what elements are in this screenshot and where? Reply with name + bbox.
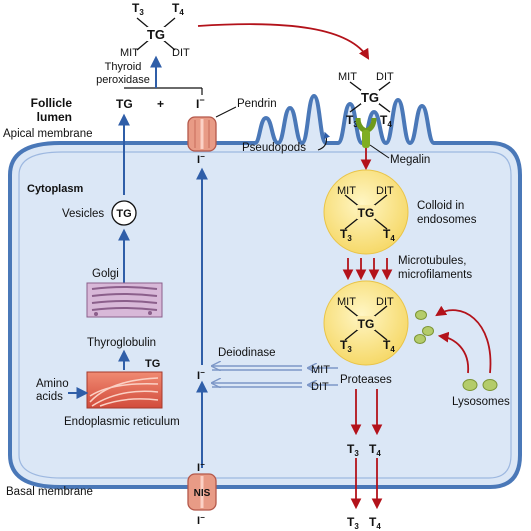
colloid-endosome-lower: TG MIT DIT T3 T4 bbox=[323, 280, 409, 366]
iodide-mid-label: I− bbox=[197, 368, 205, 382]
mit-colloid-label: MIT bbox=[338, 71, 357, 83]
megalin-label: Megalin bbox=[390, 154, 430, 166]
cell-membrane-inner-line bbox=[18, 151, 512, 479]
colloid-label-2: endosomes bbox=[417, 214, 477, 226]
iodide-lumen-label: I− bbox=[196, 95, 205, 111]
amino-acids-label-2: acids bbox=[36, 391, 63, 403]
pendrin-channel bbox=[187, 116, 217, 152]
deiodinase-label: Deiodinase bbox=[218, 347, 276, 359]
amino-acids-label-1: Amino bbox=[36, 378, 69, 390]
t3-cytoplasm-label: T3 bbox=[347, 442, 359, 458]
iodide-below-nis: I− bbox=[197, 513, 205, 527]
vesicle: TG bbox=[111, 200, 137, 226]
tg-lumen-label: TG bbox=[116, 97, 133, 111]
endosome2-t3: T3 bbox=[340, 338, 352, 354]
t4-cytoplasm-label: T4 bbox=[369, 442, 381, 458]
pseudopod-arrow bbox=[317, 131, 330, 151]
colloid-endosome-upper: TG MIT DIT T3 T4 bbox=[323, 169, 409, 255]
thyroglobulin-label: Thyroglobulin bbox=[87, 337, 156, 349]
pendrin-label: Pendrin bbox=[237, 98, 277, 110]
proteases-label: Proteases bbox=[340, 374, 392, 386]
dit-released-label: DIT bbox=[311, 381, 329, 393]
endosome2-dit: DIT bbox=[376, 296, 394, 308]
dit-label: DIT bbox=[172, 47, 190, 59]
mit-label: MIT bbox=[120, 47, 139, 59]
exocytosis-arrow bbox=[197, 23, 370, 60]
vesicle-tg-label: TG bbox=[116, 208, 131, 220]
tg-molecule-lumen: TG T3 T4 MIT DIT bbox=[120, 1, 190, 59]
mit-released-label: MIT bbox=[311, 364, 330, 376]
thyroid-peroxidase-label-2: peroxidase bbox=[96, 74, 150, 86]
lysosomes bbox=[462, 379, 498, 391]
endosome1-mit: MIT bbox=[337, 185, 356, 197]
t4-blood-label: T4 bbox=[369, 515, 381, 531]
cytoplasm-label: Cytoplasm bbox=[27, 183, 83, 195]
iodide-above-nis: I− bbox=[197, 460, 205, 474]
thyroid-peroxidase-label-1: Thyroid bbox=[105, 61, 142, 73]
golgi-apparatus bbox=[86, 282, 163, 318]
endosome1-dit: DIT bbox=[376, 185, 394, 197]
tg-label: TG bbox=[147, 27, 165, 42]
endosome2-t4: T4 bbox=[383, 338, 395, 354]
nis-channel bbox=[187, 473, 217, 511]
er-tg-label: TG bbox=[145, 358, 160, 370]
endosome1-tg: TG bbox=[358, 206, 375, 220]
nis-label: NIS bbox=[194, 488, 211, 499]
t4-label: T4 bbox=[172, 1, 184, 17]
lysosomes-label: Lysosomes bbox=[452, 396, 510, 408]
microtubules-label-2: microfilaments bbox=[398, 269, 472, 281]
t3-label: T3 bbox=[132, 1, 144, 17]
dit-colloid-label: DIT bbox=[376, 71, 394, 83]
follicle-label-2: lumen bbox=[37, 110, 72, 124]
colloid-label-1: Colloid in bbox=[417, 200, 464, 212]
microtubules-label-1: Microtubules, bbox=[398, 255, 466, 267]
pseudopods-label: Pseudopods bbox=[242, 142, 306, 154]
basal-membrane-label: Basal membrane bbox=[6, 486, 93, 498]
follicle-label-1: Follicle bbox=[31, 96, 73, 110]
endosome2-tg: TG bbox=[358, 317, 375, 331]
plus-sign: + bbox=[157, 97, 164, 111]
microtubule-arrows bbox=[342, 258, 393, 281]
lysosome-arrow-1 bbox=[435, 305, 492, 374]
apical-membrane-label: Apical membrane bbox=[3, 128, 92, 140]
vesicles-label: Vesicles bbox=[62, 208, 104, 220]
endoplasmic-reticulum bbox=[86, 371, 163, 409]
t4-colloid-label: T4 bbox=[380, 113, 392, 129]
t3-blood-label: T3 bbox=[347, 515, 359, 531]
endosome1-t4: T4 bbox=[383, 227, 395, 243]
tg-molecule-colloid: TG MIT DIT T3 T4 bbox=[338, 71, 394, 129]
iodide-below-pendrin: I− bbox=[197, 152, 205, 166]
golgi-label: Golgi bbox=[92, 268, 119, 280]
lysosome-arrow-2 bbox=[437, 331, 469, 374]
lysosomes-fusing bbox=[414, 310, 434, 344]
er-label: Endoplasmic reticulum bbox=[64, 416, 180, 428]
endosome2-mit: MIT bbox=[337, 296, 356, 308]
endosome1-t3: T3 bbox=[340, 227, 352, 243]
tg-colloid-label: TG bbox=[361, 90, 379, 105]
megalin-receptor bbox=[355, 117, 377, 148]
peroxidase-reaction: TG + I− bbox=[116, 55, 205, 111]
t3-colloid-label: T3 bbox=[346, 113, 358, 129]
